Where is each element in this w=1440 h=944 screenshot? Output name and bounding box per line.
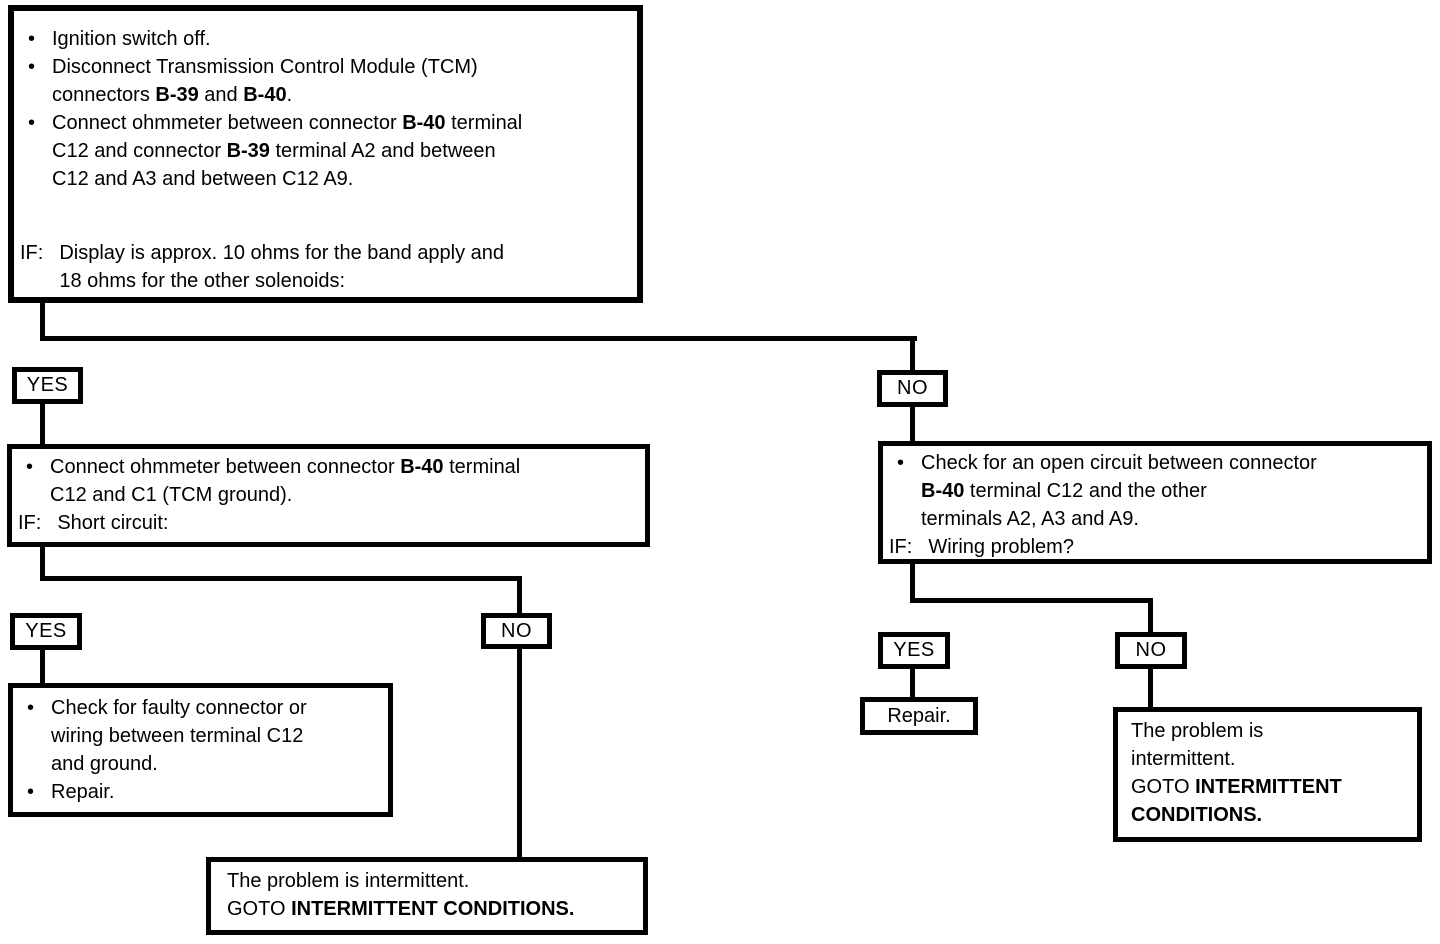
right-check-condition-text: Wiring problem? — [928, 536, 1074, 558]
start-condition-text: Display is approx. 10 ohms for the band … — [59, 242, 505, 292]
if-label: IF: — [18, 512, 42, 534]
connector-line-yes1-drop — [40, 404, 45, 446]
connector-line-split2-horizontal — [40, 576, 522, 581]
if-label: IF: — [20, 242, 44, 264]
connector-line-no1-drop — [910, 407, 915, 443]
decision-yes-3: YES — [878, 632, 950, 669]
start-node: • Ignition switch off. • Disconnect Tran… — [8, 5, 643, 303]
connector-line-rightcheck-drop — [910, 564, 915, 600]
start-bullet-1: • Ignition switch off. — [14, 25, 637, 53]
decision-no-3-label: NO — [1135, 639, 1167, 661]
decision-no-2: NO — [481, 613, 552, 649]
connector-line-yes3-drop — [910, 669, 915, 699]
decision-yes-1: YES — [12, 367, 83, 404]
bullet-marker: • — [27, 781, 35, 803]
bullet-marker: • — [28, 56, 36, 78]
left-repair-bullet-2-text: Repair. — [51, 781, 115, 803]
decision-no-1-label: NO — [897, 377, 928, 399]
bullet-marker: • — [28, 28, 36, 50]
if-label: IF: — [889, 536, 913, 558]
connector-line-leftcheck-drop — [40, 547, 45, 580]
decision-no-1: NO — [877, 370, 948, 407]
bullet-marker: • — [27, 697, 35, 719]
start-bullet-2: • Disconnect Transmission Control Module… — [14, 53, 637, 109]
connector-line-split3-no-drop — [1148, 598, 1153, 634]
start-bullet-1-text: Ignition switch off. — [52, 28, 211, 50]
right-check-bullet-1: • Check for an open circuit between conn… — [883, 449, 1427, 533]
bottom-intermittent-text: The problem is intermittent.GOTO INTERMI… — [227, 870, 575, 920]
connector-line-split1-horizontal — [40, 336, 917, 341]
left-repair-bullet-2: • Repair. — [13, 778, 388, 806]
decision-yes-2-label: YES — [25, 620, 67, 642]
right-repair-text: Repair. — [887, 704, 951, 727]
connector-line-split2-no-drop — [517, 576, 522, 615]
decision-no-2-label: NO — [501, 619, 532, 642]
left-check-condition: IF: Short circuit: — [18, 509, 645, 537]
right-check-condition: IF: Wiring problem? — [889, 533, 1427, 561]
left-check-condition-text: Short circuit: — [57, 512, 169, 534]
decision-yes-2: YES — [10, 613, 82, 650]
right-repair-node: Repair. — [860, 697, 978, 735]
decision-yes-1-label: YES — [26, 374, 69, 396]
left-check-bullet-1: • Connect ohmmeter between connector B-4… — [12, 453, 645, 509]
connector-line-start-drop — [40, 303, 45, 341]
right-check-node: • Check for an open circuit between conn… — [878, 441, 1432, 564]
right-check-bullet-1-text: Check for an open circuit between connec… — [921, 452, 1317, 530]
bullet-marker: • — [26, 456, 34, 478]
start-bullet-2-text: Disconnect Transmission Control Module (… — [52, 56, 478, 106]
left-check-node: • Connect ohmmeter between connector B-4… — [7, 444, 650, 547]
left-check-bullet-1-text: Connect ohmmeter between connector B-40 … — [50, 456, 521, 506]
bullet-marker: • — [28, 112, 36, 134]
start-condition: IF: Display is approx. 10 ohms for the b… — [20, 239, 637, 295]
connector-line-split1-no-drop — [910, 336, 915, 372]
bottom-intermittent-node: The problem is intermittent.GOTO INTERMI… — [206, 857, 648, 935]
start-bullet-3-text: Connect ohmmeter between connector B-40 … — [52, 112, 523, 190]
connector-line-no3-drop — [1148, 669, 1153, 709]
connector-line-no2-drop — [517, 649, 522, 859]
decision-yes-3-label: YES — [893, 639, 935, 661]
decision-no-3: NO — [1115, 632, 1187, 669]
start-bullet-3: • Connect ohmmeter between connector B-4… — [14, 109, 637, 193]
connector-line-split3-horizontal — [910, 598, 1153, 603]
bullet-marker: • — [897, 452, 905, 474]
connector-line-yes2-drop — [40, 650, 45, 685]
